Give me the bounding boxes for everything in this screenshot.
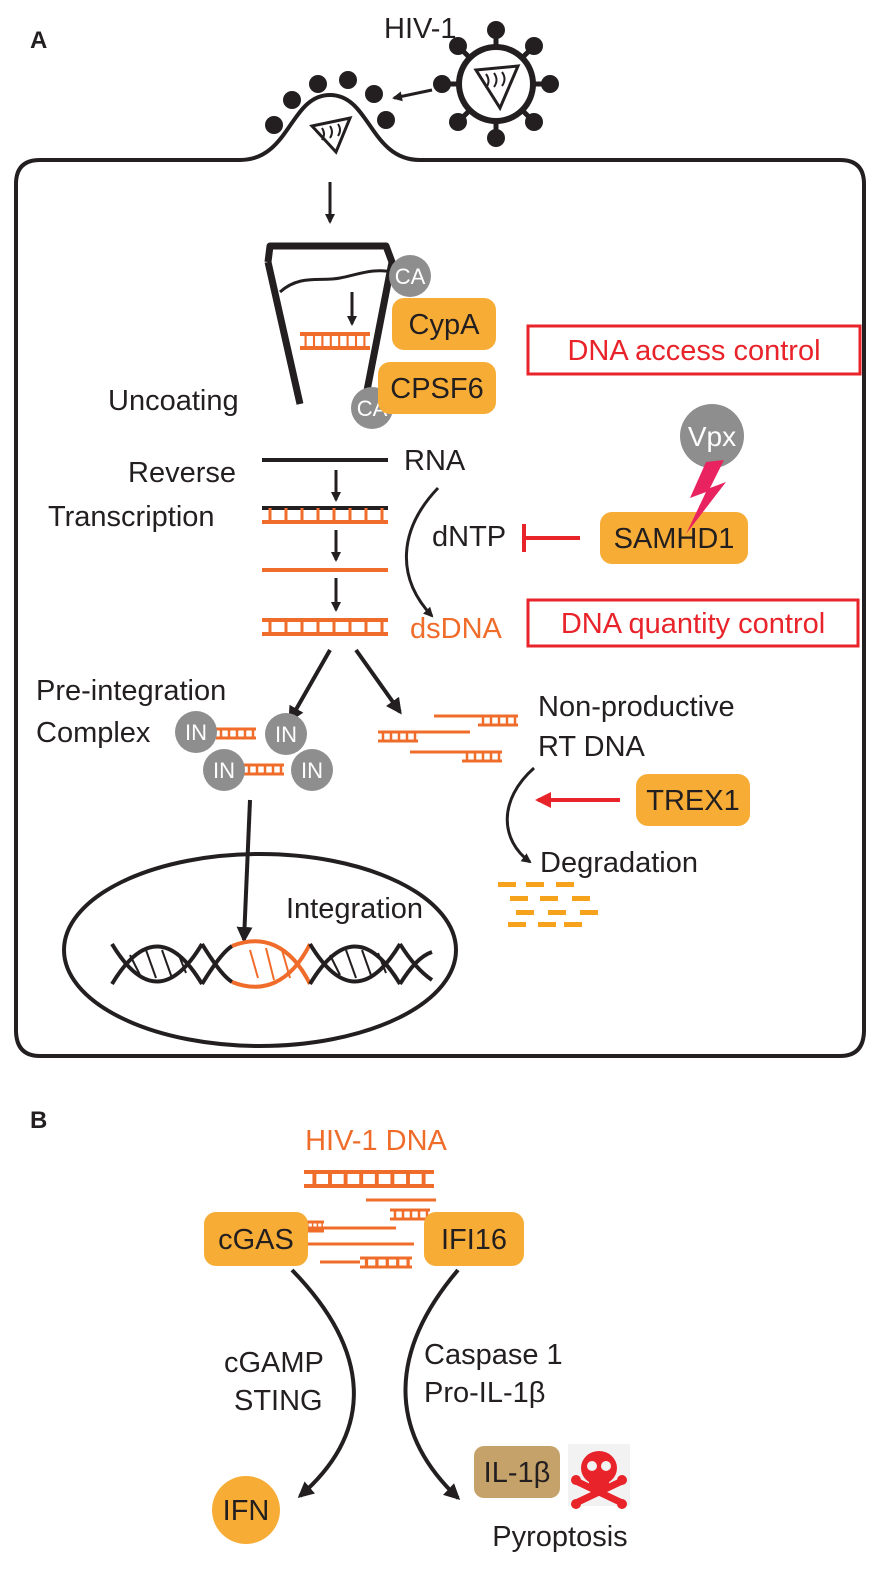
reverse-label: Reverse [128, 457, 236, 489]
uncoating-label: Uncoating [108, 385, 239, 417]
pre-integration-label: Pre-integration [36, 675, 226, 707]
cgas-box [204, 1212, 308, 1266]
il1b-label: IL-1β [484, 1457, 551, 1489]
ca-label-top: CA [395, 264, 426, 289]
ca-circle-top [389, 255, 431, 297]
ifn-circle [212, 1476, 280, 1544]
sting-label: STING [234, 1385, 323, 1417]
degraded-dna-fragments [498, 882, 598, 927]
cgas-to-ifn-arrow [290, 1268, 356, 1498]
ifn-label: IFN [223, 1495, 270, 1527]
dna-quantity-control-label: DNA quantity control [561, 608, 825, 640]
ifi16-box [424, 1212, 524, 1266]
vpx-label: Vpx [688, 421, 736, 452]
trex1-box [636, 774, 750, 826]
dsdna-rungs [268, 620, 384, 634]
in-circle-1 [175, 711, 217, 753]
pro-il1b-label: Pro-IL-1β [424, 1377, 545, 1409]
dna-access-control-label: DNA access control [567, 335, 820, 367]
cgamp-label: cGAMP [224, 1347, 324, 1379]
rna-label: RNA [404, 445, 466, 477]
ifi16-to-pyroptosis-arrow [403, 1268, 461, 1501]
vpx-circle [680, 404, 744, 468]
cypa-label: CypA [409, 309, 481, 341]
degradation-arrow [505, 766, 535, 864]
entry-arrow [392, 88, 433, 102]
integration-arrow [236, 799, 253, 943]
cypa-box [392, 298, 496, 350]
capsid-dsdna [298, 332, 372, 350]
viral-rna [278, 269, 395, 294]
dsdna-label: dsDNA [410, 613, 503, 645]
cgas-label: cGAS [218, 1224, 294, 1256]
integration-label: Integration [286, 893, 423, 925]
hiv1-label: HIV-1 [384, 13, 457, 45]
panel-a-label: A [30, 27, 47, 54]
in-label-4: IN [301, 758, 323, 783]
pyroptosis-label: Pyroptosis [492, 1521, 627, 1553]
degradation-label: Degradation [540, 847, 698, 879]
in-label-1: IN [185, 720, 207, 745]
lightning-bolt-icon [686, 460, 726, 534]
hiv1-dna-label: HIV-1 DNA [305, 1125, 447, 1157]
ifi16-label: IFI16 [441, 1224, 507, 1256]
entering-virus-icon [265, 71, 395, 155]
nonproductive-dna-fragments [376, 714, 520, 763]
arrow-to-pic [288, 649, 332, 723]
in-label-3: IN [213, 758, 235, 783]
cpsf6-box [378, 362, 496, 414]
pic-dna-1 [214, 727, 258, 740]
hybrid-rungs [268, 508, 384, 522]
trex1-label: TREX1 [646, 785, 739, 817]
host-dna-helix [110, 939, 434, 989]
cpsf6-label: CPSF6 [390, 373, 483, 405]
samhd1-box [600, 512, 748, 564]
dna-access-control-box [526, 324, 862, 376]
il1b-box [474, 1446, 560, 1498]
transcription-label: Transcription [48, 501, 215, 533]
dntp-label: dNTP [432, 521, 506, 553]
capsid [264, 242, 396, 407]
dna-quantity-control-box [526, 598, 860, 648]
nucleus [62, 852, 458, 1048]
samhd1-label: SAMHD1 [614, 523, 735, 555]
dntp-arrow [404, 486, 440, 618]
in-label-2: IN [275, 722, 297, 747]
caspase1-label: Caspase 1 [424, 1339, 563, 1371]
complex-label: Complex [36, 717, 151, 749]
arrow-to-nonproductive [354, 648, 402, 715]
skull-crossbones-icon [568, 1444, 630, 1509]
hiv1-dna-fragments [298, 1172, 436, 1269]
in-circle-2 [265, 713, 307, 755]
virus-icon [433, 21, 559, 147]
panel-b-label: B [30, 1107, 47, 1134]
in-circle-4 [291, 749, 333, 791]
non-productive-label: Non-productive [538, 691, 735, 723]
rt-dna-label: RT DNA [538, 731, 646, 763]
cell-membrane [14, 92, 866, 1058]
in-circle-3 [203, 749, 245, 791]
pic-dna-2 [242, 763, 286, 776]
